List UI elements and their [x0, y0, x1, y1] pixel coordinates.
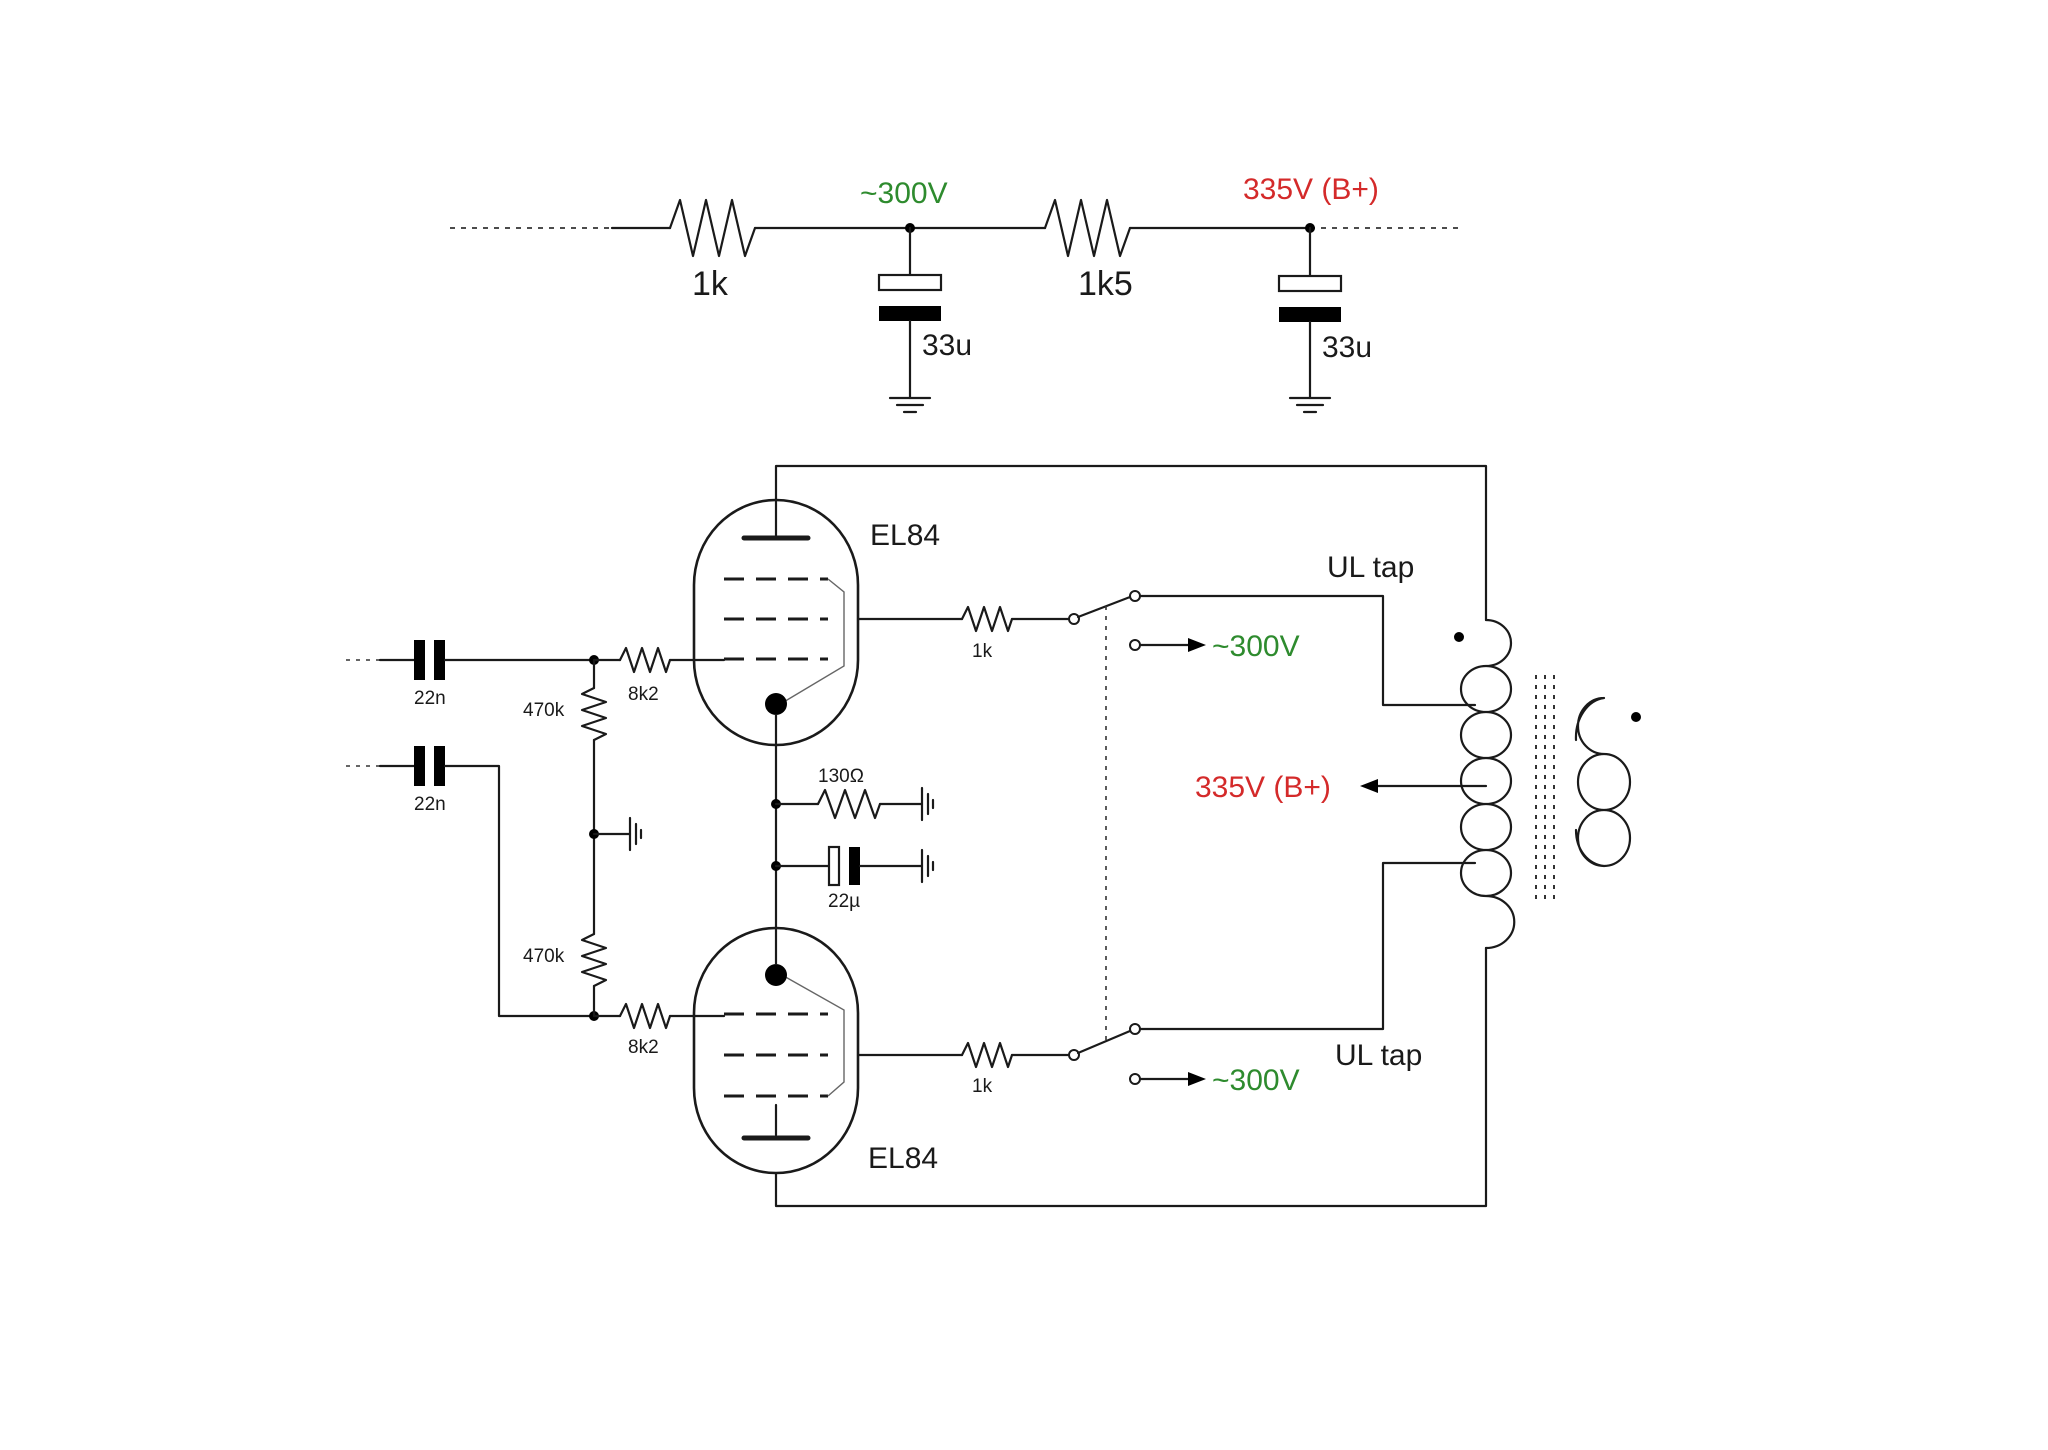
wire-lower-input: [443, 764, 596, 1018]
resistor-1k-screen-upper: [960, 605, 1014, 633]
ground-icon: [1288, 396, 1332, 414]
polarity-dot-secondary: [1631, 712, 1641, 722]
capacitor-22n-lower-plate-a: [414, 746, 425, 786]
tube-envelope-upper: [692, 498, 860, 747]
label-r-1k-screen-lower: 1k: [972, 1076, 993, 1097]
capacitor-plate-positive: [877, 273, 943, 292]
capacitor-plate-negative: [1279, 307, 1341, 322]
switch-common-upper: [1068, 613, 1080, 625]
resistor-1k-supply: [668, 198, 757, 258]
wire-upper-plate: [774, 464, 1488, 622]
input-network: 22n 22n 470k 470k 8k2 8k2: [346, 640, 726, 1058]
resistor-470k-lower: [580, 932, 608, 988]
tube-upper: [692, 496, 860, 747]
capacitor-22n-lower-plate-b: [434, 746, 445, 786]
screen-switch-network: 1k 1k UL tap UL tap ~300V ~300V: [856, 551, 1477, 1097]
tube-lower: [692, 926, 860, 1175]
ground-icon: [628, 816, 643, 852]
switch-blade-upper: [1076, 595, 1132, 619]
suppressor-link-upper: [781, 578, 845, 704]
tube-envelope-lower: [692, 926, 860, 1175]
capacitor-22n-upper-plate-a: [414, 640, 425, 680]
switch-common-lower: [1068, 1049, 1080, 1061]
label-screen-300v-lower: ~300V: [1212, 1064, 1300, 1097]
label-r-1k-screen-upper: 1k: [972, 641, 993, 662]
label-r-1k-supply: 1k: [692, 265, 729, 303]
switch-contact-300v-upper: [1129, 639, 1141, 651]
capacitor-22n-upper-plate-b: [434, 640, 445, 680]
resistor-1k-screen-lower: [960, 1041, 1014, 1069]
ground-icon: [888, 396, 932, 414]
capacitor-plate-positive: [1277, 274, 1343, 293]
wire-ul-tap-lower: [1138, 861, 1477, 1031]
resistor-130-ohm: [816, 788, 882, 820]
switch-blade-lower: [1076, 1029, 1132, 1055]
label-node-300v: ~300V: [860, 177, 948, 210]
cathode-upper: [765, 693, 787, 715]
label-node-b-plus: 335V (B+): [1243, 173, 1379, 206]
arrow-head-icon: [1188, 638, 1206, 652]
label-c2-33u: 33u: [1322, 331, 1372, 364]
resistor-8k2-lower: [618, 1002, 672, 1030]
ground-icon: [920, 786, 935, 822]
label-screen-300v-upper: ~300V: [1212, 630, 1300, 663]
ground-icon: [920, 848, 935, 884]
label-r-1k5-supply: 1k5: [1078, 265, 1133, 303]
switch-contact-ul-upper: [1129, 590, 1141, 602]
polarity-dot-primary: [1454, 632, 1464, 642]
transformer-primary-winding: [1459, 618, 1516, 950]
label-c-22n-lower: 22n: [414, 794, 446, 815]
label-r-130-ohm: 130Ω: [818, 766, 864, 787]
label-center-tap-b-plus: 335V (B+): [1195, 771, 1331, 804]
label-tube-upper: EL84: [870, 519, 940, 552]
output-transformer: 335V (B+): [1195, 618, 1641, 950]
label-c-22u: 22µ: [828, 891, 860, 912]
supply-filter: 1k ~300V 1k5 335V (B+) 33u 33u: [450, 173, 1460, 414]
label-r-470k-lower: 470k: [523, 946, 565, 967]
cathode-lower: [765, 964, 787, 986]
switch-contact-300v-lower: [1129, 1073, 1141, 1085]
arrow-head-icon: [1188, 1072, 1206, 1086]
label-c1-33u: 33u: [922, 329, 972, 362]
label-r-8k2-upper: 8k2: [628, 684, 659, 705]
transformer-secondary-winding: [1574, 696, 1632, 868]
label-r-8k2-lower: 8k2: [628, 1037, 659, 1058]
wire-ul-tap-upper: [1138, 594, 1477, 707]
label-r-470k-upper: 470k: [523, 700, 565, 721]
suppressor-link-lower: [781, 974, 845, 1097]
resistor-470k-upper: [580, 686, 608, 742]
label-ul-tap-lower: UL tap: [1335, 1039, 1422, 1072]
cathode-network: 130Ω 22µ: [771, 743, 935, 966]
label-tube-lower: EL84: [868, 1142, 938, 1175]
label-ul-tap-upper: UL tap: [1327, 551, 1414, 584]
label-c-22n-upper: 22n: [414, 688, 446, 709]
resistor-8k2-upper: [618, 646, 672, 674]
resistor-1k5-supply: [1043, 198, 1132, 258]
arrow-head-icon: [1360, 779, 1378, 793]
capacitor-plate-positive: [827, 845, 841, 887]
capacitor-plate-negative: [879, 306, 941, 321]
switch-contact-ul-lower: [1129, 1023, 1141, 1035]
capacitor-plate-negative: [849, 847, 860, 885]
